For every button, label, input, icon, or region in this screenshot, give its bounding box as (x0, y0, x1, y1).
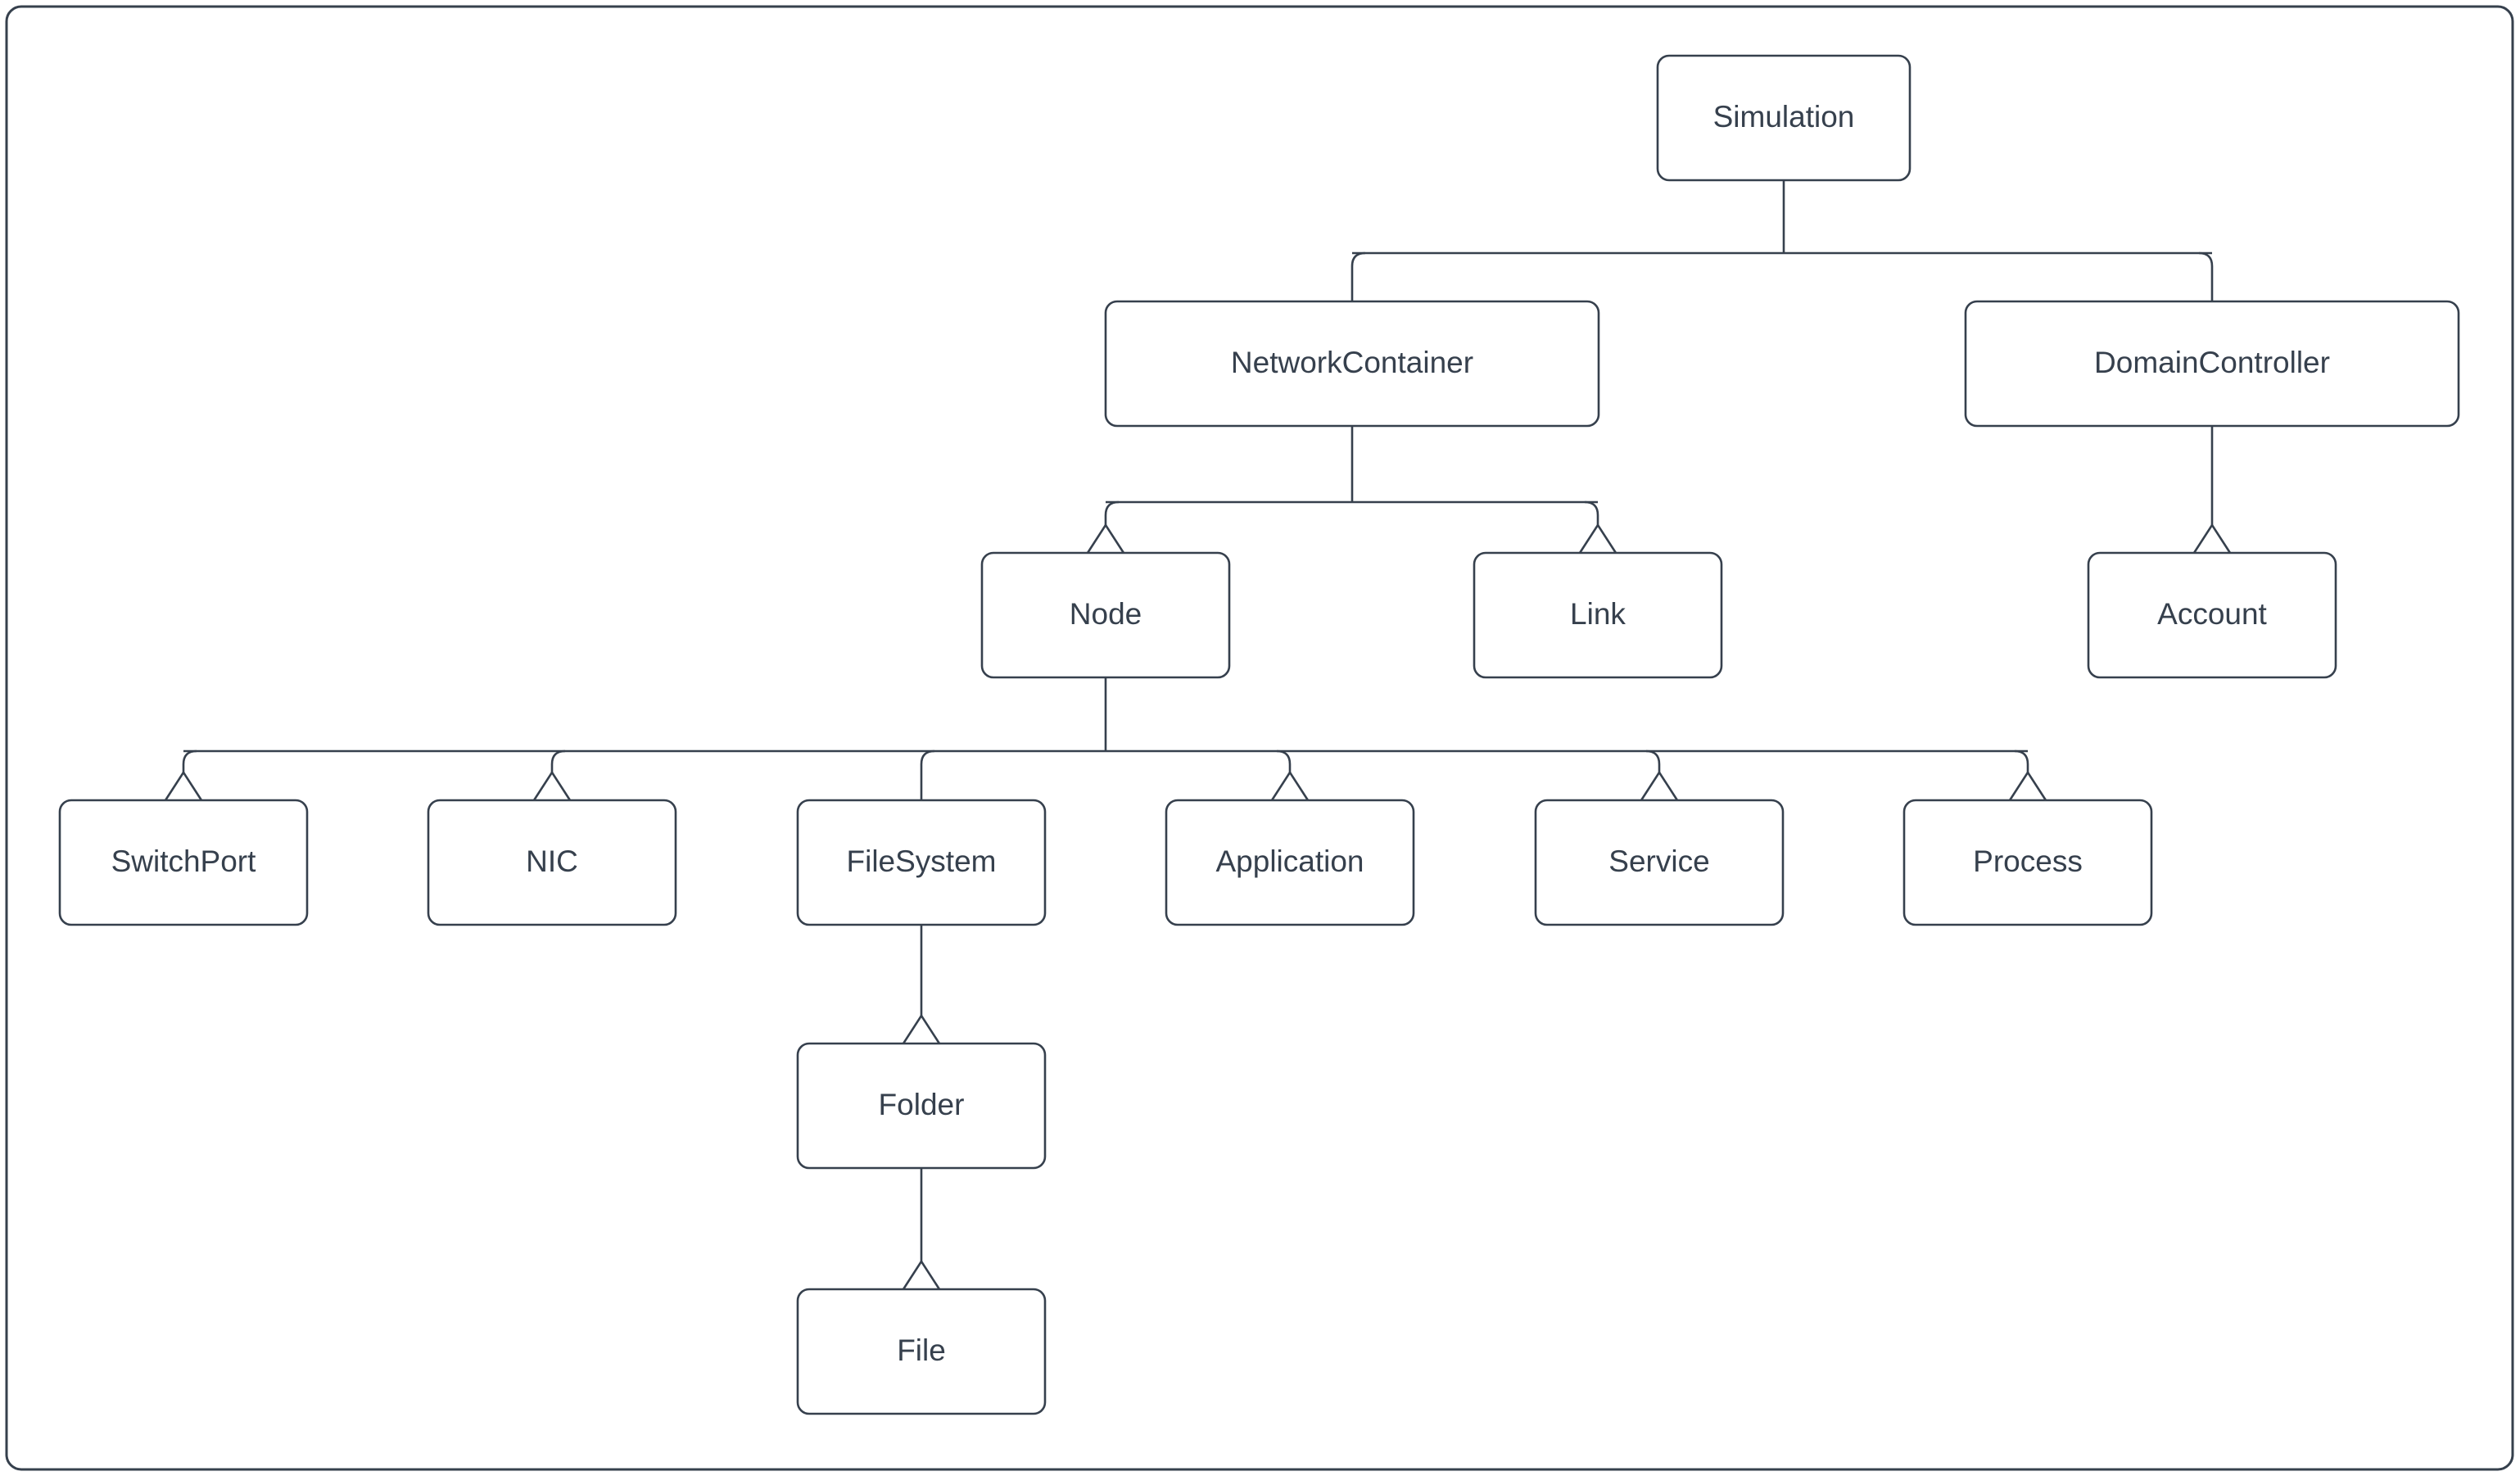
node-box-process[interactable] (1902, 799, 2153, 926)
class-node-link[interactable]: Link (1473, 551, 1723, 679)
node-box-switchport[interactable] (58, 799, 309, 926)
node-box-file[interactable] (796, 1288, 1047, 1415)
node-label-process: Process (1973, 844, 2083, 878)
node-label-nic: NIC (526, 844, 578, 878)
class-node-service[interactable]: Service (1534, 799, 1785, 926)
class-node-application[interactable]: Application (1165, 799, 1415, 926)
class-node-account[interactable]: Account (2087, 551, 2337, 679)
class-node-simulation[interactable]: Simulation (1656, 54, 1911, 182)
node-box-filesystem[interactable] (796, 799, 1047, 926)
edge-simulation-networkcontainer (1350, 251, 1366, 301)
edge-node-nic-arrowhead (532, 770, 572, 801)
diagram-frame (5, 5, 2514, 1471)
edge-layer (164, 180, 2232, 1290)
class-node-switchport[interactable]: SwitchPort (58, 799, 309, 926)
node-box-application[interactable] (1165, 799, 1415, 926)
node-label-domaincontroller: DomainController (2094, 346, 2330, 379)
node-box-folder[interactable] (796, 1042, 1047, 1170)
node-box-nic[interactable] (427, 799, 677, 926)
edge-networkcontainer-node-arrowhead (1086, 523, 1125, 554)
node-label-switchport: SwitchPort (111, 844, 257, 878)
node-box-account[interactable] (2087, 551, 2337, 679)
node-label-simulation: Simulation (1713, 100, 1855, 134)
class-node-nic[interactable]: NIC (427, 799, 677, 926)
edge-node-service-arrowhead (1640, 770, 1679, 801)
edge-folder-file-arrowhead (902, 1259, 941, 1290)
node-box-link[interactable] (1473, 551, 1723, 679)
edge-filesystem-folder-arrowhead (902, 1013, 941, 1044)
node-label-filesystem: FileSystem (847, 844, 997, 878)
node-label-folder: Folder (879, 1088, 965, 1121)
node-label-service: Service (1608, 844, 1709, 878)
class-node-networkcontainer[interactable]: NetworkContainer (1104, 300, 1600, 428)
node-box-node[interactable] (980, 551, 1231, 679)
node-label-networkcontainer: NetworkContainer (1231, 346, 1473, 379)
class-node-node[interactable]: Node (980, 551, 1231, 679)
node-label-node: Node (1070, 597, 1142, 631)
edge-networkcontainer-link (1584, 500, 1599, 525)
edge-node-switchport-arrowhead (164, 770, 203, 801)
edge-simulation-domaincontroller (2198, 251, 2214, 301)
node-box-service[interactable] (1534, 799, 1785, 926)
class-node-domaincontroller[interactable]: DomainController (1964, 300, 2460, 428)
edge-node-process (2014, 749, 2029, 772)
edge-networkcontainer-link-arrowhead (1578, 523, 1617, 554)
edge-node-application-arrowhead (1270, 770, 1310, 801)
node-label-file: File (897, 1333, 946, 1367)
edge-node-switchport (182, 749, 197, 772)
edge-node-filesystem (920, 749, 935, 800)
edge-node-application (1276, 749, 1292, 772)
node-box-networkcontainer[interactable] (1104, 300, 1600, 428)
node-box-simulation[interactable] (1656, 54, 1911, 182)
edge-node-process-arrowhead (2008, 770, 2047, 801)
node-box-domaincontroller[interactable] (1964, 300, 2460, 428)
edge-domaincontroller-account-arrowhead (2192, 523, 2232, 554)
edge-networkcontainer-node (1104, 500, 1120, 525)
node-label-account: Account (2157, 597, 2267, 631)
class-node-process[interactable]: Process (1902, 799, 2153, 926)
node-label-link: Link (1570, 597, 1626, 631)
class-node-filesystem[interactable]: FileSystem (796, 799, 1047, 926)
class-node-folder[interactable]: Folder (796, 1042, 1047, 1170)
node-label-application: Application (1215, 844, 1364, 878)
class-node-file[interactable]: File (796, 1288, 1047, 1415)
edge-node-service (1645, 749, 1661, 772)
edge-node-nic (550, 749, 566, 772)
